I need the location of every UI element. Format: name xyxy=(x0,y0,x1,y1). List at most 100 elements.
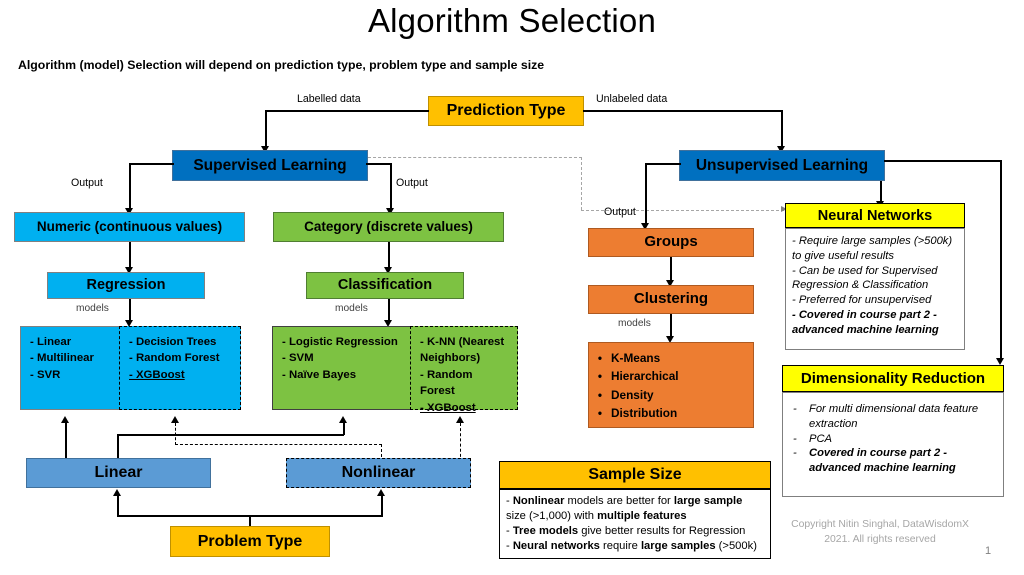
arrow-to-regression-models xyxy=(125,320,133,327)
edge-linear-right-v xyxy=(117,434,119,458)
dash-icon: - xyxy=(793,447,797,460)
list-item: - Naïve Bayes xyxy=(282,368,357,381)
list-classification-linear-models[interactable]: - Logistic Regression - SVM - Naïve Baye… xyxy=(272,326,412,410)
edge-supervised-to-nn-h2 xyxy=(581,210,784,211)
arrow-to-category xyxy=(386,208,394,215)
arrow-to-clustering xyxy=(666,280,674,287)
arrow-to-classification xyxy=(384,267,392,274)
arrow-up-classification-nonlinear xyxy=(456,416,464,423)
bullet-icon: • xyxy=(597,405,603,420)
note-line: - Neural networks require large samples … xyxy=(506,540,757,552)
copyright-text: Copyright Nitin Singhal, DataWisdomX 202… xyxy=(791,519,969,545)
list-classification-nonlinear-models[interactable]: - K-NN (Nearest Neighbors) - Random Fore… xyxy=(410,326,518,414)
edge-problem-to-nonlinear-v xyxy=(381,496,383,516)
bullet-icon: • xyxy=(597,387,603,402)
arrow-to-classification-models xyxy=(384,320,392,327)
arrow-up-regression-nonlinear xyxy=(171,416,179,423)
panel-header-neural-networks[interactable]: Neural Networks xyxy=(785,203,965,228)
arrow-up-classification-linear xyxy=(339,416,347,423)
edge-label-labelled-data: Labelled data xyxy=(297,93,361,105)
list-item: - Random Forest xyxy=(420,368,473,398)
arrow-to-groups xyxy=(641,223,649,230)
dash-icon: - xyxy=(793,432,797,445)
arrow-up-nonlinear xyxy=(377,489,385,496)
edge-linear-to-regression-models xyxy=(65,423,67,458)
list-clustering-models[interactable]: •K-Means •Hierarchical •Density •Distrib… xyxy=(588,342,754,428)
node-supervised-learning[interactable]: Supervised Learning xyxy=(172,150,368,181)
node-numeric[interactable]: Numeric (continuous values) xyxy=(14,212,245,242)
edge-classification-to-models xyxy=(388,299,390,322)
edge-prediction-to-unsupervised-v xyxy=(781,110,783,148)
note-line: - Preferred for unsupervised xyxy=(792,294,932,307)
panel-header-sample-size[interactable]: Sample Size xyxy=(499,461,771,489)
panel-header-dimensionality-reduction[interactable]: Dimensionality Reduction xyxy=(782,365,1004,392)
arrow-to-unsupervised xyxy=(777,146,785,153)
edge-numeric-to-regression xyxy=(129,242,131,269)
note-line: - Covered in course part 2 - advanced ma… xyxy=(793,447,956,475)
edge-prediction-to-supervised-h xyxy=(265,110,429,112)
arrow-to-regression xyxy=(125,267,133,274)
node-prediction-type[interactable]: Prediction Type xyxy=(428,96,584,126)
edge-label-output-unsup: Output xyxy=(604,206,636,218)
list-item: - Decision Trees xyxy=(129,336,217,348)
arrow-to-neural-networks xyxy=(781,206,787,212)
edge-unsup-to-dr-v xyxy=(1000,160,1002,360)
edge-problem-type-stem xyxy=(249,515,251,533)
list-item: •Density xyxy=(589,386,753,404)
node-clustering[interactable]: Clustering xyxy=(588,285,754,314)
note-line: - Covered in course part 2 - advanced ma… xyxy=(792,308,939,336)
list-item: - XGBoost xyxy=(129,368,185,381)
list-item: •K-Means xyxy=(589,349,753,367)
node-category[interactable]: Category (discrete values) xyxy=(273,212,504,242)
node-unsupervised-learning[interactable]: Unsupervised Learning xyxy=(679,150,885,181)
edge-nonlinear-h xyxy=(175,444,382,445)
node-classification[interactable]: Classification xyxy=(306,272,464,299)
note-line: - Tree models give better results for Re… xyxy=(506,525,746,537)
edge-label-output-left: Output xyxy=(71,177,103,189)
edge-supervised-right-h xyxy=(366,163,392,165)
edge-unsupervised-to-nn-v xyxy=(880,181,882,203)
label-models-classification: models xyxy=(335,303,368,314)
node-linear[interactable]: Linear xyxy=(26,458,211,488)
page-title: Algorithm Selection xyxy=(367,2,657,39)
note-line: - Can be used for Supervised Regression … xyxy=(792,264,938,292)
edge-unsup-to-dr-h xyxy=(884,160,1002,162)
edge-label-output-right: Output xyxy=(396,177,428,189)
list-item: - Logistic Regression xyxy=(282,336,398,348)
list-item: •Hierarchical xyxy=(589,367,753,385)
edge-label-unlabeled-data: Unlabeled data xyxy=(596,93,668,105)
list-item: - XGBoost xyxy=(420,401,476,414)
panel-body-neural-networks: - Require large samples (>500k) to give … xyxy=(785,228,965,350)
edge-nonlinear-left-v xyxy=(175,423,176,445)
edge-supervised-left-h xyxy=(129,163,174,165)
list-item: - Multilinear xyxy=(30,352,94,365)
list-item: •Distribution xyxy=(589,404,753,422)
dash-icon: - xyxy=(793,403,797,415)
edge-supervised-to-nn-v xyxy=(581,157,582,210)
edge-prediction-to-unsupervised-h xyxy=(583,110,783,112)
note-line: - PCA xyxy=(793,432,833,445)
edge-unsupervised-left-v xyxy=(645,163,647,225)
arrow-up-linear xyxy=(113,489,121,496)
node-nonlinear[interactable]: Nonlinear xyxy=(286,458,471,488)
list-item: - K-NN (Nearest Neighbors) xyxy=(420,336,505,365)
arrow-to-supervised xyxy=(261,146,269,153)
bullet-icon: • xyxy=(597,351,603,365)
node-groups[interactable]: Groups xyxy=(588,228,754,257)
edge-unsupervised-left-h xyxy=(645,163,681,165)
node-regression[interactable]: Regression xyxy=(47,272,205,299)
list-item: - Random Forest xyxy=(129,352,220,365)
note-line: - Nonlinear models are better for large … xyxy=(506,495,743,522)
list-item: - SVM xyxy=(282,352,314,365)
list-regression-linear-models[interactable]: - Linear - Multilinear - SVR xyxy=(20,326,127,410)
node-problem-type[interactable]: Problem Type xyxy=(170,526,330,557)
bullet-icon: • xyxy=(597,369,603,384)
edge-category-to-classification xyxy=(388,242,390,269)
edge-linear-to-class-v xyxy=(343,423,345,435)
edge-supervised-left-v xyxy=(129,163,131,210)
list-regression-nonlinear-models[interactable]: - Decision Trees - Random Forest - XGBoo… xyxy=(119,326,241,410)
arrow-up-regression-linear xyxy=(61,416,69,423)
edge-problem-to-linear-v xyxy=(117,496,119,516)
edge-prediction-to-supervised-v xyxy=(265,110,267,148)
